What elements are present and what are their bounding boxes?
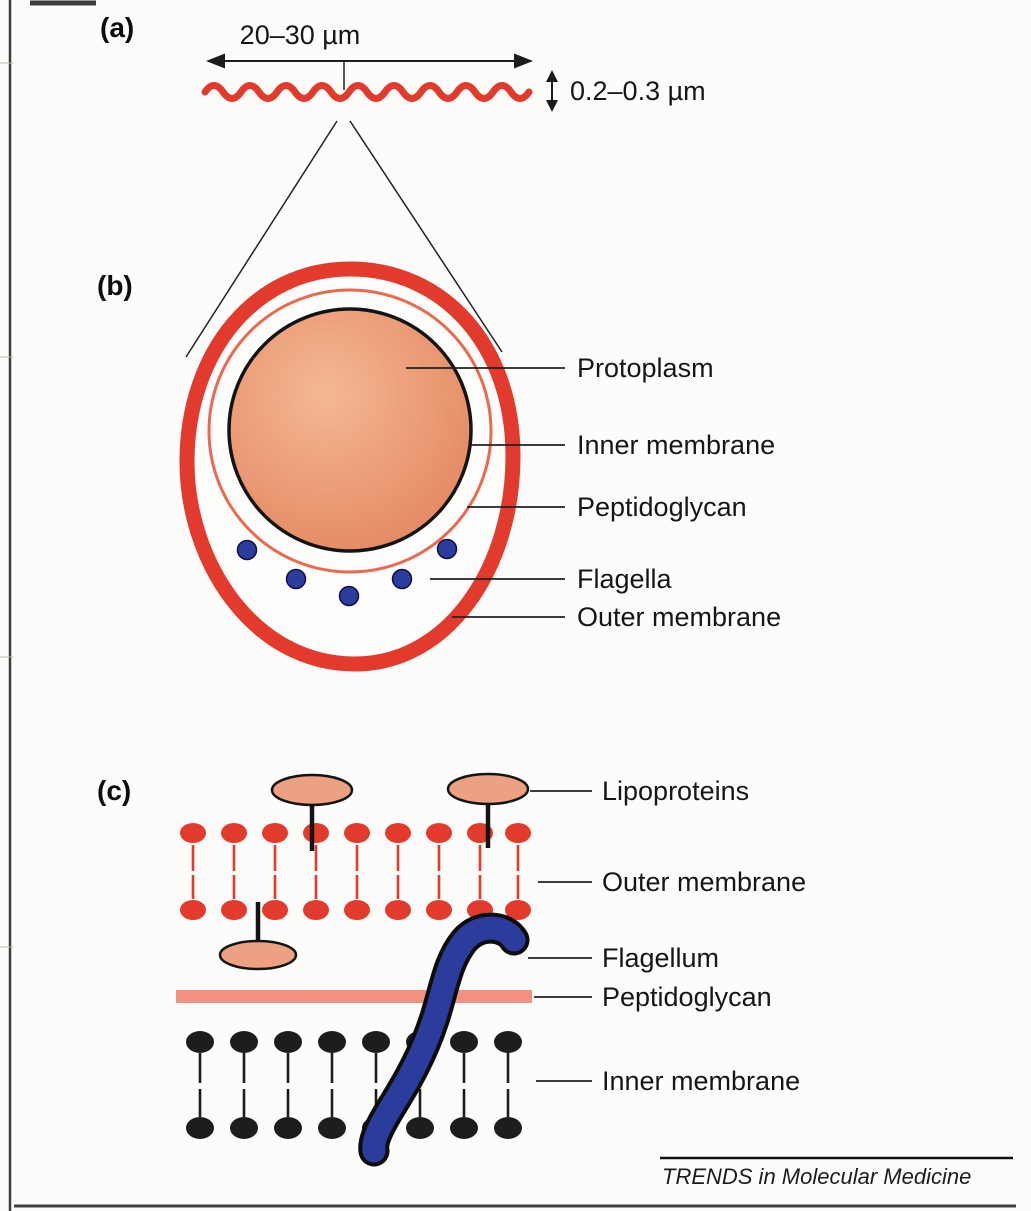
lipid-head [221,900,247,920]
lipid-head [303,900,329,920]
callout-inner-membrane: Inner membrane [602,1066,800,1096]
callout-peptidoglycan: Peptidoglycan [577,492,747,522]
callout-lipoproteins: Lipoproteins [602,776,749,806]
figure-footer: TRENDS in Molecular Medicine [660,1156,1013,1189]
protoplasm-body [227,307,473,553]
lipid-head [180,900,206,920]
lipid-head [318,1031,346,1053]
arrowhead-up-icon [546,70,558,82]
zoom-line-right [349,120,503,353]
callout-inner-membrane: Inner membrane [577,430,775,460]
arrowhead-down-icon [546,100,558,112]
panel-b: (b) Protoplasm Inner membrane Peptidogly… [97,261,781,672]
panel-a-label: (a) [100,12,134,43]
callout-peptidoglycan: Peptidoglycan [602,982,772,1012]
peptidoglycan-layer [207,288,493,574]
lipid-head [450,1031,478,1053]
lipid-head [186,1117,214,1139]
lipoprotein [218,939,298,971]
lipid-head [221,823,247,843]
lipid-head [426,900,452,920]
lipid-head [505,823,531,843]
lipoprotein [446,772,530,806]
arrowhead-right-icon [514,53,533,69]
lipid-head [230,1117,258,1139]
lipid-head [344,900,370,920]
callout-flagellum: Flagellum [602,943,719,973]
lipid-head [303,823,329,843]
lipid-head [262,900,288,920]
panel-c: (c) Lipoproteins Outer membrane Flagellu… [97,772,806,1167]
lipid-head [406,1117,434,1139]
lipid-head [318,1117,346,1139]
lipid-head [450,1117,478,1139]
zoom-line-left [185,120,338,358]
flagellum-dot [391,568,413,590]
lipid-head [262,823,288,843]
lipid-head [505,900,531,920]
lipid-head [385,823,411,843]
flagellum-dot [436,538,458,560]
flagellum-dot [285,568,307,590]
flagellum-dot [338,585,360,607]
callout-flagella: Flagella [577,564,673,594]
inner-membrane-bilayer [186,1031,522,1139]
lipid-head [186,1031,214,1053]
spirochete-wave [201,82,533,102]
arrowhead-left-icon [206,53,225,69]
height-dimension-label: 0.2–0.3 µm [570,76,706,106]
width-dimension-label: 20–30 µm [240,20,361,50]
outer-membrane-bilayer [180,823,531,920]
lipid-head [494,1117,522,1139]
panel-c-label: (c) [97,775,131,806]
flagellum-dot [236,539,258,561]
callout-outer-membrane: Outer membrane [602,867,806,897]
lipid-head [362,1031,390,1053]
callout-protoplasm: Protoplasm [577,353,714,383]
lipid-head [274,1117,302,1139]
lipid-head [230,1031,258,1053]
lipid-head [426,823,452,843]
lipid-head [274,1031,302,1053]
panel-a: (a) 20–30 µm 0.2–0.3 µm [100,12,706,358]
lipid-head [494,1031,522,1053]
lipoprotein [270,773,354,807]
callout-outer-membrane: Outer membrane [577,602,781,632]
lipid-head [344,823,370,843]
peptidoglycan-bar [176,990,532,1003]
journal-credit: TRENDS in Molecular Medicine [662,1164,971,1189]
flagellum-body [362,916,526,1163]
lipid-head [180,823,206,843]
panel-b-label: (b) [97,270,133,301]
lipid-head [385,900,411,920]
